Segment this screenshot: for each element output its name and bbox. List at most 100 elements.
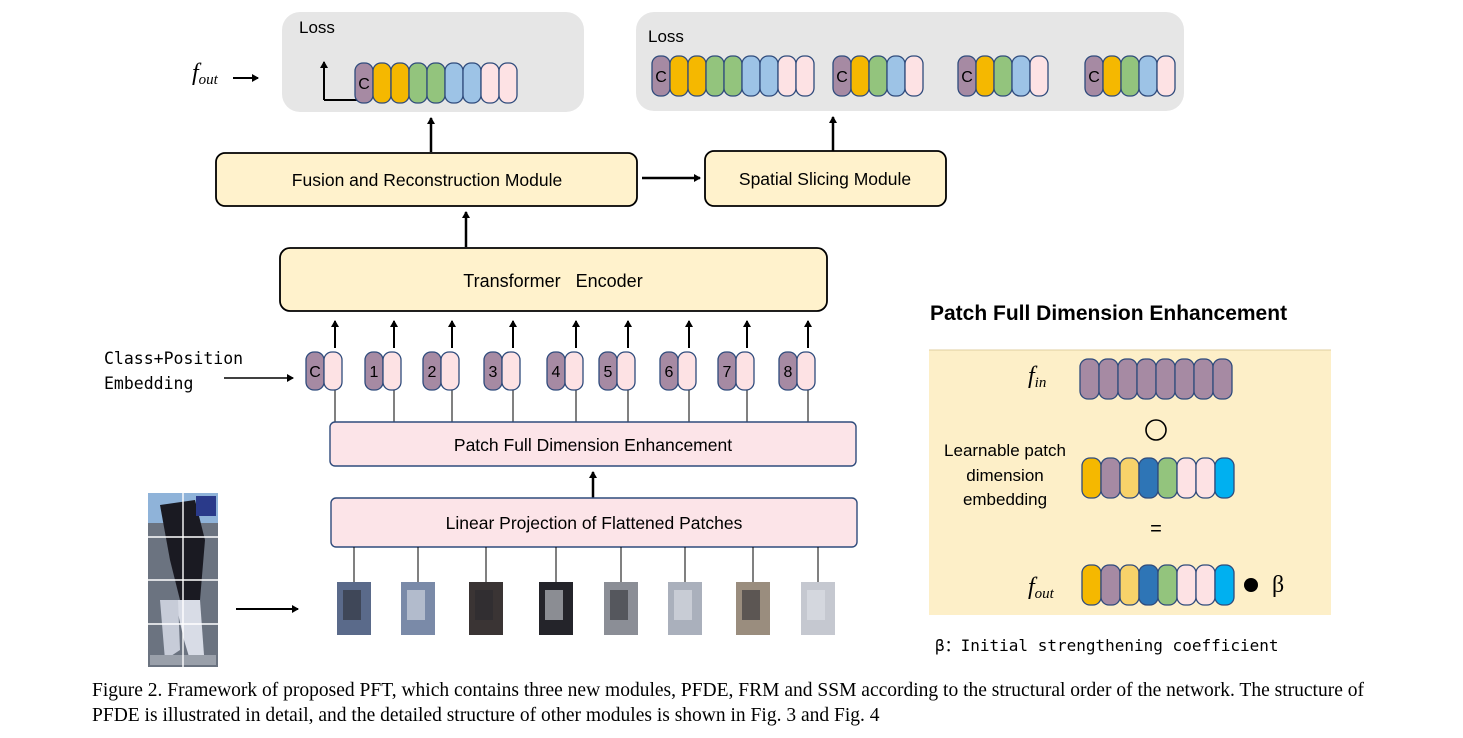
token: [1138, 457, 1159, 499]
transformer-encoder-label: Transformer Encoder: [463, 271, 642, 291]
person-image: [148, 493, 218, 667]
embedding-label-line2: Embedding: [104, 374, 193, 393]
ssm-box: [704, 150, 947, 207]
token: [1100, 564, 1121, 606]
patch-detail: [674, 590, 692, 620]
embedding-token: [382, 351, 402, 391]
figure-caption: Figure 2. Framework of proposed PFT, whi…: [92, 680, 1364, 726]
token: [723, 55, 743, 97]
linear-projection-label: Linear Projection of Flattened Patches: [446, 513, 743, 533]
token: [372, 62, 392, 104]
learnable-token-row: [1081, 457, 1235, 499]
token: [390, 62, 410, 104]
token: [759, 55, 779, 97]
loss-label-right: Loss: [648, 27, 684, 46]
token: [975, 55, 995, 97]
f-out-token-row: [1081, 564, 1235, 606]
token-label: 5: [604, 364, 613, 381]
embedding-token: [677, 351, 697, 391]
learnable-label-line2: dimension: [966, 466, 1044, 485]
dot-operator: [1244, 578, 1258, 592]
pfde-detail-title: Patch Full Dimension Enhancement: [930, 302, 1287, 325]
token-label: 7: [723, 364, 732, 381]
token-label: 2: [428, 364, 437, 381]
token: [1157, 564, 1178, 606]
embedding-label-line1: Class+Position: [104, 349, 243, 368]
patch-detail: [742, 590, 760, 620]
learnable-label-line3: embedding: [963, 490, 1047, 509]
token-label: 8: [784, 364, 793, 381]
patch-detail: [475, 590, 493, 620]
token: [741, 55, 761, 97]
token: [426, 62, 446, 104]
patch-detail: [807, 590, 825, 620]
token: [480, 62, 500, 104]
token: [1102, 55, 1122, 97]
frm-label: Fusion and Reconstruction Module: [292, 170, 562, 190]
token: [1214, 457, 1235, 499]
token: [1117, 358, 1138, 400]
token: [444, 62, 464, 104]
token: [1174, 358, 1195, 400]
token-sequence-left: C: [354, 62, 518, 104]
cls-arrow: [320, 61, 357, 101]
pfde-label: Patch Full Dimension Enhancement: [454, 435, 732, 455]
token: [1098, 358, 1119, 400]
token: [1214, 564, 1235, 606]
beta-symbol: β: [1272, 572, 1284, 598]
token: [1195, 564, 1216, 606]
token: [777, 55, 797, 97]
token: [498, 62, 518, 104]
embedding-token: [564, 351, 584, 391]
token: [1136, 358, 1157, 400]
token-label: C: [655, 69, 667, 86]
token: [1119, 457, 1140, 499]
f-in-label: fin: [1028, 363, 1046, 391]
embedding-token: [735, 351, 755, 391]
token-label: 1: [370, 364, 379, 381]
frm-box: [215, 152, 638, 207]
learnable-label-line1: Learnable patch: [944, 441, 1066, 460]
token: [1081, 457, 1102, 499]
beta-note: β：Initial strengthening coefficient: [935, 636, 1279, 655]
image-patches: [337, 547, 835, 635]
embedding-token: [323, 351, 343, 391]
embedding-token: [501, 351, 521, 391]
token: [1212, 358, 1233, 400]
token-label: C: [961, 69, 973, 86]
token: [1138, 55, 1158, 97]
embedding-token: [440, 351, 460, 391]
linear-projection-box: [330, 497, 858, 548]
token: [669, 55, 689, 97]
token: [886, 55, 906, 97]
token: [1176, 457, 1197, 499]
patch-detail: [610, 590, 628, 620]
hadamard-operator: [1145, 419, 1167, 441]
token: [1079, 358, 1100, 400]
token-label: C: [1088, 69, 1100, 86]
equals-symbol: =: [1150, 518, 1162, 540]
f-in-token-row: [1079, 358, 1233, 400]
token: [1195, 457, 1216, 499]
token: [1155, 358, 1176, 400]
token: [904, 55, 924, 97]
token-label: 3: [489, 364, 498, 381]
token: [1157, 457, 1178, 499]
token: [1011, 55, 1031, 97]
token: [868, 55, 888, 97]
token: [850, 55, 870, 97]
token: [1029, 55, 1049, 97]
token: [993, 55, 1013, 97]
patch-detail: [545, 590, 563, 620]
token: [1176, 564, 1197, 606]
token: [687, 55, 707, 97]
token-label: C: [309, 364, 321, 381]
loss-label-left: Loss: [299, 18, 335, 37]
token-label: C: [836, 69, 848, 86]
ssm-label: Spatial Slicing Module: [739, 169, 911, 189]
token: [1138, 564, 1159, 606]
